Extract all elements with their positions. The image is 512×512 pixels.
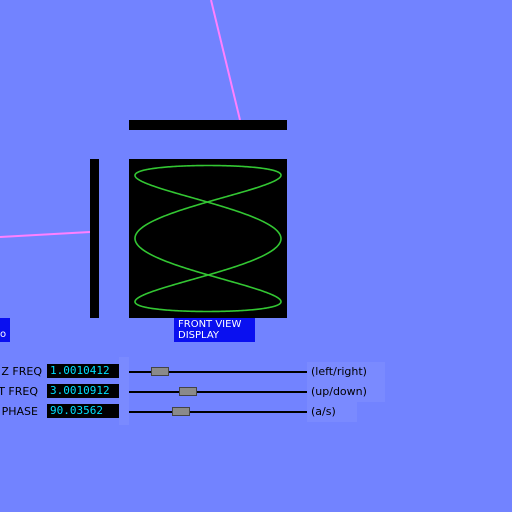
z-freq-slider-thumb[interactable] bbox=[151, 367, 170, 376]
control-panel-right-3 bbox=[307, 402, 357, 422]
laser-beam-upper bbox=[210, 0, 241, 121]
z-freq-slider-track[interactable] bbox=[129, 371, 307, 373]
t-freq-slider-thumb[interactable] bbox=[178, 387, 197, 396]
control-panel-right bbox=[307, 362, 385, 382]
z-freq-readout: 1.0010412 bbox=[47, 364, 119, 378]
t-freq-hint: (up/down) bbox=[311, 385, 367, 398]
z-freq-label: Z FREQ bbox=[1, 365, 42, 378]
phase-slider-thumb[interactable] bbox=[172, 407, 191, 416]
front-view-display bbox=[129, 159, 287, 318]
control-panel-right-2 bbox=[307, 382, 385, 402]
control-panel-strip bbox=[119, 357, 129, 425]
phase-readout: 90.03562 bbox=[47, 404, 119, 418]
t-freq-label: T FREQ bbox=[0, 385, 38, 398]
z-freq-hint: (left/right) bbox=[311, 365, 367, 378]
left-mirror-bar bbox=[90, 159, 99, 318]
top-mirror-bar bbox=[129, 120, 287, 130]
lissajous-trace bbox=[134, 164, 282, 313]
front-view-label: FRONT VIEW DISPLAY bbox=[174, 318, 255, 342]
left-tab-label[interactable]: o bbox=[0, 318, 10, 342]
phase-hint: (a/s) bbox=[311, 405, 336, 418]
t-freq-slider-track[interactable] bbox=[129, 391, 307, 393]
t-freq-readout: 3.0010912 bbox=[47, 384, 119, 398]
laser-beam-left bbox=[0, 231, 91, 238]
phase-slider-track[interactable] bbox=[129, 411, 307, 413]
phase-label: PHASE bbox=[1, 405, 38, 418]
